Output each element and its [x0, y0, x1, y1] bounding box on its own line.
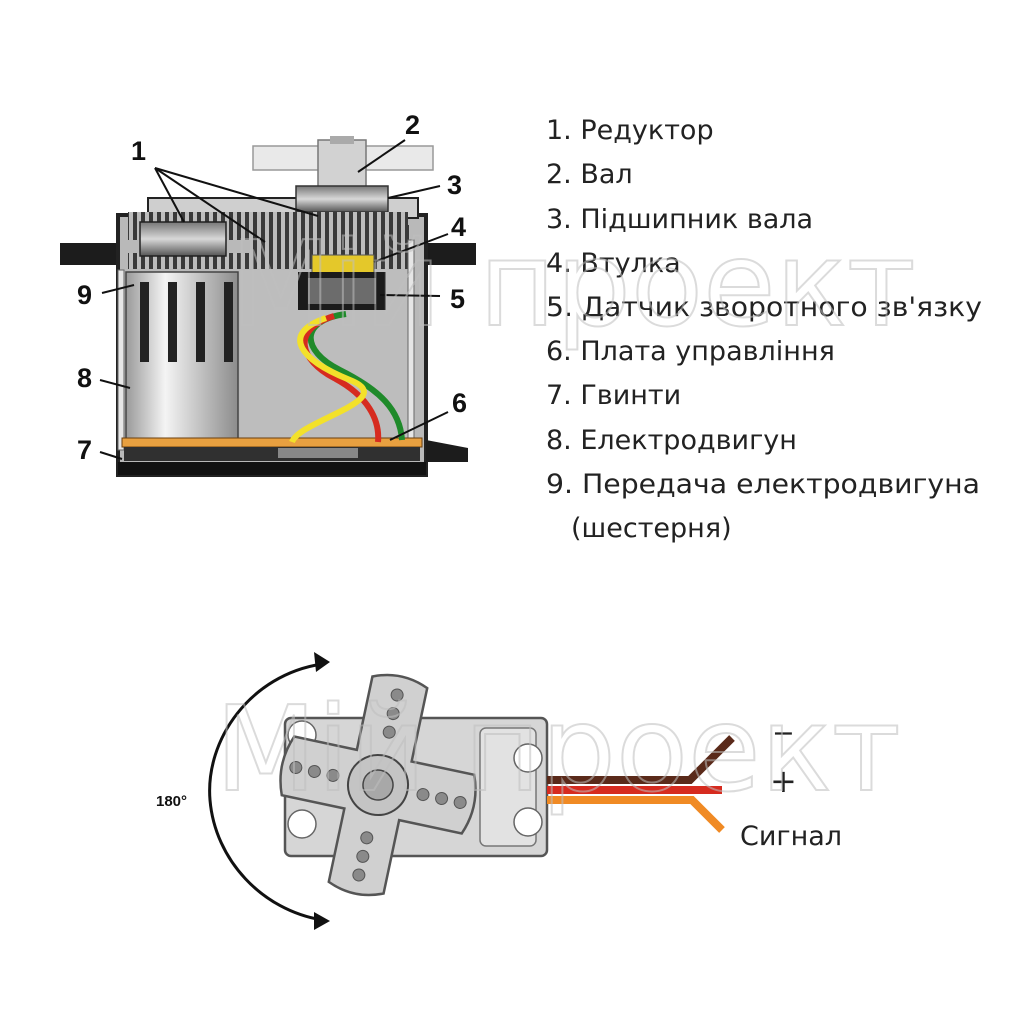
motor-slot: [224, 282, 233, 362]
callout-leaders: [99, 139, 449, 460]
wire-minus-label: −: [772, 718, 795, 749]
callout-8: 8: [77, 363, 92, 393]
rotation-angle-label: 180°: [156, 793, 187, 810]
leader-1c: [154, 167, 319, 217]
leader-4: [373, 233, 449, 263]
motor-slot: [168, 282, 177, 362]
arrow-head-top-icon: [314, 652, 330, 672]
legend-item-6: 6. Плата управління: [546, 336, 835, 367]
callout-9: 9: [77, 280, 92, 310]
watermark-top: Мій проект: [230, 215, 916, 353]
callout-6: 6: [452, 388, 467, 418]
internal-wire-red: [301, 313, 382, 443]
internal-wire-yellow: [289, 315, 367, 444]
leader-7: [99, 451, 123, 460]
board-chip: [278, 448, 358, 458]
mounting-flange-right: [414, 243, 476, 265]
leader-1a: [154, 167, 185, 223]
callout-5: 5: [450, 284, 465, 314]
leader-6: [389, 411, 449, 441]
callout-3: 3: [447, 170, 462, 200]
shaft-bearing: [295, 185, 389, 213]
mount-hole: [513, 807, 543, 837]
callout-7: 7: [77, 435, 92, 465]
legend-item-4: 4. Втулка: [546, 248, 681, 279]
wire-brown: [547, 735, 735, 784]
legend-item-8: 8. Електродвигун: [546, 425, 797, 456]
wire-plus-label: +: [770, 762, 797, 800]
motor-slot: [196, 282, 205, 362]
motor-slot: [140, 282, 149, 362]
cable-exit: [426, 440, 468, 462]
parts-legend: 1. Редуктор 2. Вал 3. Підшипник вала 4. …: [546, 115, 982, 544]
callout-4: 4: [451, 212, 466, 242]
legend-item-7: 7. Гвинти: [546, 380, 681, 411]
cross-horn: [279, 673, 477, 897]
leader-2: [357, 139, 406, 173]
legend-item-3: 3. Підшипник вала: [546, 204, 813, 235]
servo-cutaway: [60, 136, 476, 477]
leader-5: [379, 294, 441, 297]
legend-item-1: 1. Редуктор: [546, 115, 714, 146]
servo-top-view: 180° − + Сигнал: [156, 652, 842, 930]
horn-holes: [289, 688, 467, 882]
leader-9: [101, 284, 135, 294]
legend-item-9-cont: (шестерня): [571, 513, 732, 544]
shaft: [317, 139, 367, 191]
wire-signal-label: Сигнал: [740, 821, 842, 852]
watermark-bottom: Мій проект: [215, 680, 901, 818]
arrow-head-bottom-icon: [314, 912, 330, 930]
callout-2: 2: [405, 110, 420, 140]
legend-item-2: 2. Вал: [546, 159, 633, 190]
callout-1: 1: [131, 136, 146, 166]
legend-item-5: 5. Датчик зворотного зв'язку: [546, 292, 982, 323]
gear-main: [250, 225, 410, 253]
board-components: [124, 447, 420, 461]
mount-hole: [513, 743, 543, 773]
wire-orange: [547, 796, 725, 833]
sensor-window: [308, 278, 376, 304]
leader-3: [387, 185, 441, 199]
gear-drum: [139, 221, 227, 257]
leader-1b: [154, 167, 266, 243]
mount-hole: [287, 809, 317, 839]
case-bottom: [118, 462, 426, 475]
mounting-flange-left: [60, 243, 130, 265]
shaft-screw: [330, 136, 354, 144]
horn-screw: [362, 769, 394, 801]
rotation-arc: [208, 662, 323, 922]
legend-item-9: 9. Передача електродвигуна: [546, 469, 980, 500]
leader-8: [99, 379, 131, 389]
screw-left: [117, 269, 125, 451]
